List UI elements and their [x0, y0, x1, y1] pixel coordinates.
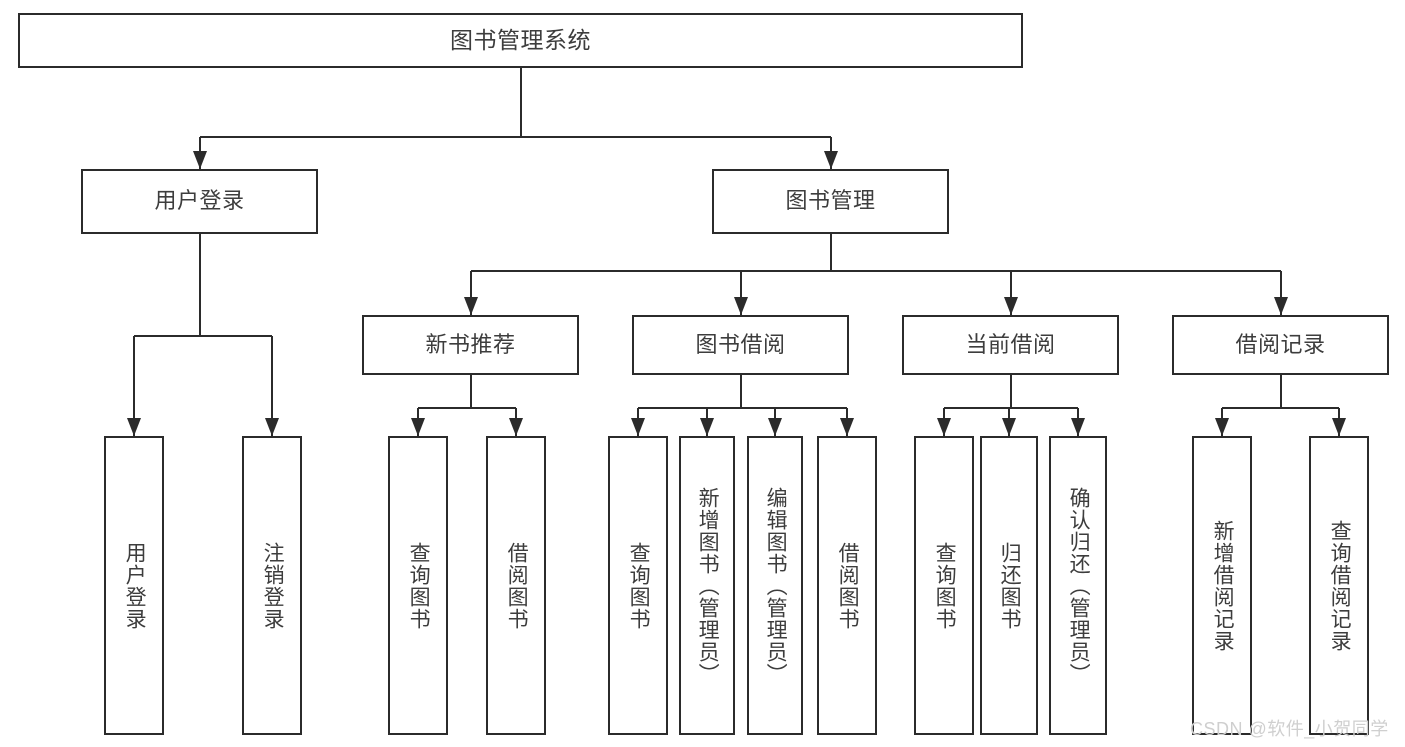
node-label: 新增图书（管理员） — [696, 486, 720, 685]
arrowhead-icon — [1071, 418, 1085, 436]
node-label: 确认归还（管理员） — [1067, 486, 1091, 685]
connector-horizontal — [944, 407, 1078, 409]
connector-horizontal — [470, 270, 1281, 272]
node-leaf-add-book[interactable]: 新增图书（管理员） — [679, 436, 735, 735]
node-label: 用户登录 — [154, 188, 245, 214]
connector-vertical — [469, 375, 472, 408]
node-leaf-user-logout[interactable]: 注销登录 — [242, 436, 302, 735]
connector-vertical — [1279, 375, 1282, 408]
arrowhead-icon — [1273, 297, 1288, 315]
arrowhead-icon — [127, 418, 141, 436]
node-leaf-user-login[interactable]: 用户登录 — [104, 436, 164, 735]
node-label: 用户登录 — [123, 541, 147, 630]
node-current-borrow[interactable]: 当前借阅 — [902, 315, 1119, 375]
node-leaf-query-record[interactable]: 查询借阅记录 — [1309, 436, 1369, 735]
node-label: 注销登录 — [261, 541, 285, 630]
connector-vertical — [469, 271, 472, 315]
node-book-borrow[interactable]: 图书借阅 — [632, 315, 849, 375]
connector-vertical — [739, 271, 742, 315]
node-label: 图书管理系统 — [450, 26, 591, 53]
arrowhead-icon — [631, 418, 645, 436]
connector-vertical — [739, 375, 742, 408]
arrowhead-icon — [1215, 418, 1229, 436]
arrowhead-icon — [509, 418, 523, 436]
arrowhead-icon — [192, 151, 207, 169]
node-new-book-rec[interactable]: 新书推荐 — [362, 315, 579, 375]
node-leaf-add-record[interactable]: 新增借阅记录 — [1192, 436, 1252, 735]
connector-vertical — [829, 234, 832, 271]
node-label: 借阅图书 — [836, 541, 860, 630]
node-borrow-record[interactable]: 借阅记录 — [1172, 315, 1389, 375]
connector-vertical — [519, 68, 522, 137]
node-label: 查询借阅记录 — [1328, 519, 1352, 652]
node-label: 新增借阅记录 — [1211, 519, 1235, 652]
node-label: 图书借阅 — [695, 331, 786, 357]
arrowhead-icon — [733, 297, 748, 315]
arrowhead-icon — [265, 418, 279, 436]
node-root[interactable]: 图书管理系统 — [18, 13, 1023, 68]
arrowhead-icon — [1332, 418, 1346, 436]
node-leaf-edit-book[interactable]: 编辑图书（管理员） — [747, 436, 803, 735]
node-leaf-query-book-2[interactable]: 查询图书 — [608, 436, 668, 735]
node-label: 借阅记录 — [1235, 331, 1326, 357]
connector-horizontal — [418, 407, 516, 409]
arrowhead-icon — [1003, 297, 1018, 315]
node-leaf-return-book[interactable]: 归还图书 — [980, 436, 1038, 735]
arrowhead-icon — [840, 418, 854, 436]
connector-vertical — [1279, 271, 1282, 315]
node-leaf-borrow-book-1[interactable]: 借阅图书 — [486, 436, 546, 735]
connector-horizontal — [199, 136, 831, 138]
node-label: 查询图书 — [407, 541, 431, 630]
node-leaf-confirm-return[interactable]: 确认归还（管理员） — [1049, 436, 1107, 735]
connector-horizontal — [638, 407, 847, 409]
arrowhead-icon — [1002, 418, 1016, 436]
arrowhead-icon — [937, 418, 951, 436]
node-user-login[interactable]: 用户登录 — [81, 169, 318, 234]
arrowhead-icon — [768, 418, 782, 436]
connector-vertical — [271, 336, 273, 436]
connector-vertical — [1009, 271, 1012, 315]
connector-horizontal — [1222, 407, 1339, 409]
node-label: 查询图书 — [627, 541, 651, 630]
arrowhead-icon — [411, 418, 425, 436]
connector-horizontal — [134, 335, 272, 337]
node-leaf-query-book-1[interactable]: 查询图书 — [388, 436, 448, 735]
connector-vertical — [1009, 375, 1012, 408]
node-label: 借阅图书 — [505, 541, 529, 630]
watermark: CSDN @软件_小贺同学 — [1190, 719, 1389, 739]
arrowhead-icon — [463, 297, 478, 315]
node-label: 新书推荐 — [425, 331, 516, 357]
node-label: 归还图书 — [998, 541, 1022, 630]
node-book-manage[interactable]: 图书管理 — [712, 169, 949, 234]
node-label: 当前借阅 — [965, 331, 1056, 357]
node-leaf-borrow-book-2[interactable]: 借阅图书 — [817, 436, 877, 735]
node-label: 编辑图书（管理员） — [764, 486, 788, 685]
node-leaf-query-book-3[interactable]: 查询图书 — [914, 436, 974, 735]
arrowhead-icon — [700, 418, 714, 436]
node-label: 图书管理 — [785, 188, 876, 214]
arrowhead-icon — [823, 151, 838, 169]
node-label: 查询图书 — [933, 541, 957, 630]
connector-vertical — [133, 336, 135, 436]
connector-vertical — [198, 234, 201, 336]
